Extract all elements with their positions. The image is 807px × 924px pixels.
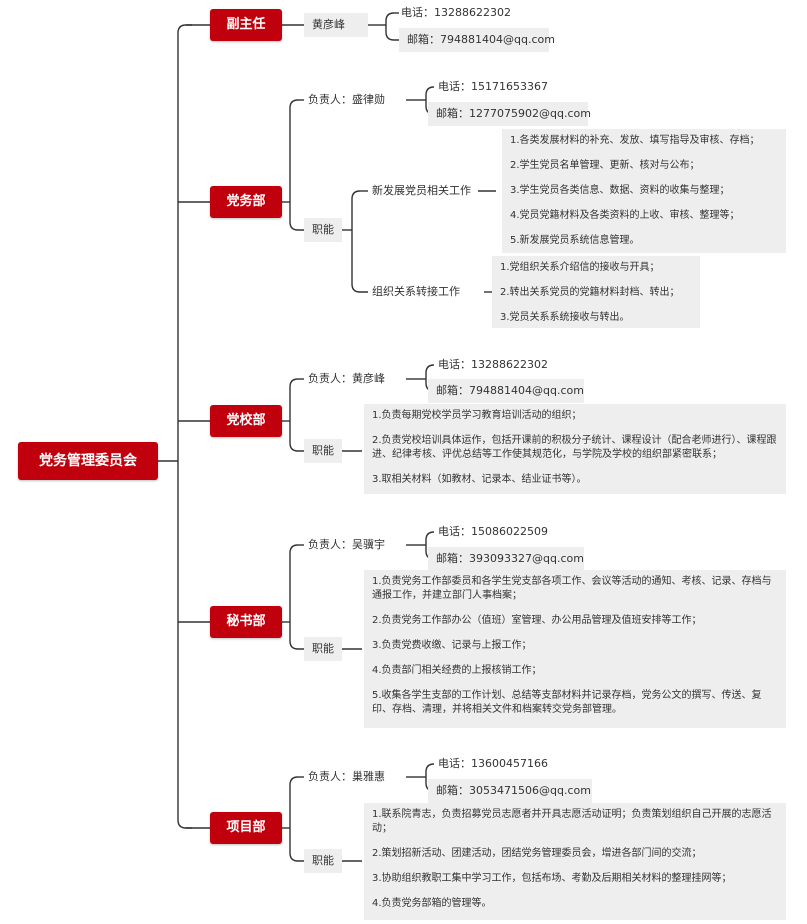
list-item: 2.策划招新活动、团建活动，团结党务管理委员会，增进各部门间的交流； xyxy=(372,848,702,859)
xiangmu-email: 邮箱：3053471506@qq.com xyxy=(428,779,592,803)
list-item: 4.负责部门相关经费的上报核销工作； xyxy=(372,665,542,676)
dangxiao-duty: 职能 xyxy=(304,439,342,463)
list-item: 1.各类发展材料的补充、发放、填写指导及审核、存档； xyxy=(510,135,760,146)
list-item: 2.负责党务工作部办公（值班）室管理、办公用品管理及值班安排等工作； xyxy=(372,615,702,626)
list-item: 2.学生党员名单管理、更新、核对与公布； xyxy=(510,160,700,171)
node-fuzhuren: 副主任 xyxy=(210,9,282,41)
dangwu-sub2-label: 组织关系转接工作 xyxy=(372,285,460,298)
list-item: 4.负责党务部箱的管理等。 xyxy=(372,898,492,909)
dangwu-email: 邮箱：1277075902@qq.com xyxy=(428,102,591,126)
dangxiao-email: 邮箱：794881404@qq.com xyxy=(428,379,584,403)
list-item: 4.党员党籍材料及各类资料的上收、审核、整理等； xyxy=(510,210,740,221)
list-item: 2.负责党校培训具体运作，包括开课前的积极分子统计、课程设计（配合老师进行）、课… xyxy=(372,435,777,460)
list-item: 5.新发展党员系统信息管理。 xyxy=(510,235,640,246)
xiangmu-leader: 负责人：巢雅惠 xyxy=(308,770,385,783)
list-item: 5.收集各学生支部的工作计划、总结等支部材料并记录存档，党务公文的撰写、传送、复… xyxy=(372,690,762,715)
node-dangxiao: 党校部 xyxy=(210,405,282,437)
dangwu-sub2-box: 1.党组织关系介绍信的接收与开具； 2.转出关系党员的党籍材料封档、转出； 3.… xyxy=(492,256,700,328)
list-item: 3.取相关材料（如教材、记录本、结业证书等）。 xyxy=(372,474,587,485)
list-item: 2.转出关系党员的党籍材料封档、转出； xyxy=(500,287,680,298)
xiangmu-duty-box: 1.联系院青志，负责招募党员志愿者并开具志愿活动证明；负责策划组织自己开展的志愿… xyxy=(364,803,786,920)
list-item: 3.学生党员各类信息、数据、资料的收集与整理； xyxy=(510,185,730,196)
xiangmu-phone: 电话：13600457166 xyxy=(438,757,548,770)
dangwu-sub1-box: 1.各类发展材料的补充、发放、填写指导及审核、存档； 2.学生党员名单管理、更新… xyxy=(502,129,786,253)
list-item: 3.负责党费收缴、记录与上报工作； xyxy=(372,640,532,651)
root-node: 党务管理委员会 xyxy=(18,442,158,480)
list-item: 1.负责党务工作部委员和各学生党支部各项工作、会议等活动的通知、考核、记录、存档… xyxy=(372,576,772,601)
dangwu-phone: 电话：15171653367 xyxy=(438,80,548,93)
fuzhuren-phone: 电话：13288622302 xyxy=(401,6,511,19)
dangxiao-duty-box: 1.负责每期党校学员学习教育培训活动的组织； 2.负责党校培训具体运作，包括开课… xyxy=(364,404,786,494)
dangxiao-leader: 负责人：黄彦峰 xyxy=(308,372,385,385)
mishu-duty-box: 1.负责党务工作部委员和各学生党支部各项工作、会议等活动的通知、考核、记录、存档… xyxy=(364,570,786,728)
mishu-phone: 电话：15086022509 xyxy=(438,525,548,538)
xiangmu-duty: 职能 xyxy=(304,849,342,873)
dangwu-sub1-label: 新发展党员相关工作 xyxy=(372,184,471,197)
fuzhuren-email: 邮箱：794881404@qq.com xyxy=(399,28,555,52)
node-mishu: 秘书部 xyxy=(210,606,282,638)
list-item: 1.联系院青志，负责招募党员志愿者并开具志愿活动证明；负责策划组织自己开展的志愿… xyxy=(372,809,772,834)
fuzhuren-name: 黄彦峰 xyxy=(304,13,368,37)
list-item: 3.协助组织教职工集中学习工作，包括布场、考勤及后期相关材料的整理挂网等； xyxy=(372,873,732,884)
node-dangwu: 党务部 xyxy=(210,186,282,218)
list-item: 3.党员关系系统接收与转出。 xyxy=(500,312,630,323)
dangwu-leader: 负责人：盛律勋 xyxy=(308,93,385,106)
mishu-email: 邮箱：393093327@qq.com xyxy=(428,547,584,571)
list-item: 1.党组织关系介绍信的接收与开具； xyxy=(500,262,660,273)
node-xiangmu: 项目部 xyxy=(210,812,282,844)
mishu-leader: 负责人：吴骥宇 xyxy=(308,538,385,551)
dangwu-duty: 职能 xyxy=(304,218,342,242)
list-item: 1.负责每期党校学员学习教育培训活动的组织； xyxy=(372,410,582,421)
dangxiao-phone: 电话：13288622302 xyxy=(438,358,548,371)
mishu-duty: 职能 xyxy=(304,637,342,661)
